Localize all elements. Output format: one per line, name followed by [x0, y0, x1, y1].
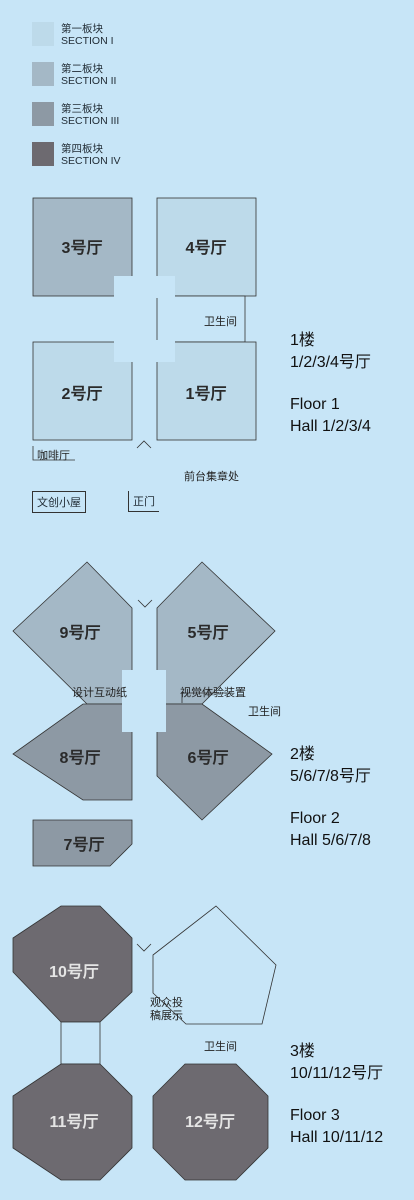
floor-halls-cn: 5/6/7/8号厅 — [290, 768, 371, 785]
hall-5-label: 5号厅 — [187, 625, 229, 642]
restroom-1-shape — [156, 295, 246, 343]
legend-text: 第一板块 SECTION I — [61, 23, 114, 47]
reception-label: 前台集章处 — [184, 471, 239, 483]
floor-halls-cn: 10/11/12号厅 — [290, 1065, 384, 1082]
legend-label-cn: 第一板块 — [61, 23, 103, 35]
legend-label-en: SECTION IV — [61, 155, 121, 167]
legend-label-cn: 第三板块 — [61, 103, 103, 115]
hall-7-shape[interactable] — [32, 819, 133, 867]
floor-title-en: Floor 1 — [290, 396, 340, 413]
restroom-label: 卫生间 — [248, 706, 281, 718]
floor-halls-cn: 1/2/3/4号厅 — [290, 354, 371, 371]
connector-room — [60, 1021, 101, 1065]
hall-3-label: 3号厅 — [61, 240, 103, 257]
shop-label: 文创小屋 — [32, 491, 86, 513]
spacer — [290, 374, 371, 394]
floor-title-cn: 1楼 — [290, 332, 315, 349]
floor-title-en: Floor 2 — [290, 810, 340, 827]
hall-7-label: 7号厅 — [63, 837, 105, 854]
projection-label: 观众投 稿展示 — [150, 997, 183, 1023]
hall-1-label: 1号厅 — [185, 386, 227, 403]
projection-area-shape[interactable] — [152, 905, 277, 1025]
floor-3-info: 3楼 10/11/12号厅 Floor 3 Hall 10/11/12 — [290, 1041, 383, 1149]
legend-label-en: SECTION II — [61, 75, 117, 87]
restroom-label: 卫生间 — [204, 316, 237, 328]
cafe-label: 咖啡厅 — [37, 450, 70, 462]
hall-12-shape[interactable] — [152, 1063, 269, 1181]
hall-10-label: 10号厅 — [49, 964, 99, 981]
floor-halls-en: Hall 5/6/7/8 — [290, 832, 371, 849]
hall-6-shape[interactable] — [156, 703, 273, 821]
hall-4-label: 4号厅 — [185, 240, 227, 257]
spacer — [290, 1085, 383, 1105]
legend-label-cn: 第四板块 — [61, 143, 103, 155]
hall-12-label: 12号厅 — [185, 1114, 235, 1131]
visual-device-label: 视觉体验装置 — [180, 687, 246, 699]
floor-halls-en: Hall 10/11/12 — [290, 1129, 384, 1146]
doorway-gap — [155, 276, 175, 298]
legend-text: 第三板块 SECTION III — [61, 103, 119, 127]
legend-label-en: SECTION III — [61, 115, 120, 127]
corridor — [122, 670, 166, 732]
floor-halls-en: Hall 1/2/3/4 — [290, 418, 371, 435]
hall-11-shape[interactable] — [12, 1063, 133, 1181]
doorway-gap — [114, 276, 134, 298]
entrance-arrow-icon — [136, 440, 152, 449]
projection-label-line-1: 观众投 — [150, 997, 183, 1009]
cafe-bracket — [32, 446, 75, 461]
legend-label-en: SECTION I — [61, 35, 114, 47]
hall-11-label: 11号厅 — [49, 1114, 99, 1131]
floor-title-cn: 2楼 — [290, 746, 315, 763]
legend-swatch-section-1 — [32, 22, 54, 46]
stairs-arrow-icon — [137, 599, 153, 608]
floor-title-cn: 3楼 — [290, 1043, 315, 1060]
doorway-gap — [114, 340, 134, 362]
legend-swatch-section-3 — [32, 102, 54, 126]
floor-2-info: 2楼 5/6/7/8号厅 Floor 2 Hall 5/6/7/8 — [290, 744, 371, 852]
legend-swatch-section-2 — [32, 62, 54, 86]
hall-9-label: 9号厅 — [59, 625, 101, 642]
spacer — [290, 788, 371, 808]
projection-label-line-2: 稿展示 — [150, 1010, 183, 1022]
stairs-arrow-icon — [136, 943, 152, 952]
floor-title-en: Floor 3 — [290, 1107, 340, 1124]
doorway-gap — [155, 340, 175, 362]
hall-6-label: 6号厅 — [187, 750, 229, 767]
hall-8-label: 8号厅 — [59, 750, 101, 767]
entrance-label: 正门 — [128, 491, 159, 512]
restroom-label: 卫生间 — [204, 1041, 237, 1053]
floor-1-info: 1楼 1/2/3/4号厅 Floor 1 Hall 1/2/3/4 — [290, 330, 371, 438]
hall-2-label: 2号厅 — [61, 386, 103, 403]
legend-swatch-section-4 — [32, 142, 54, 166]
interactive-paper-label: 设计互动纸 — [72, 687, 127, 699]
legend-label-cn: 第二板块 — [61, 63, 103, 75]
legend-text: 第四板块 SECTION IV — [61, 143, 121, 167]
restroom-2-bracket — [181, 692, 232, 703]
legend-text: 第二板块 SECTION II — [61, 63, 116, 87]
